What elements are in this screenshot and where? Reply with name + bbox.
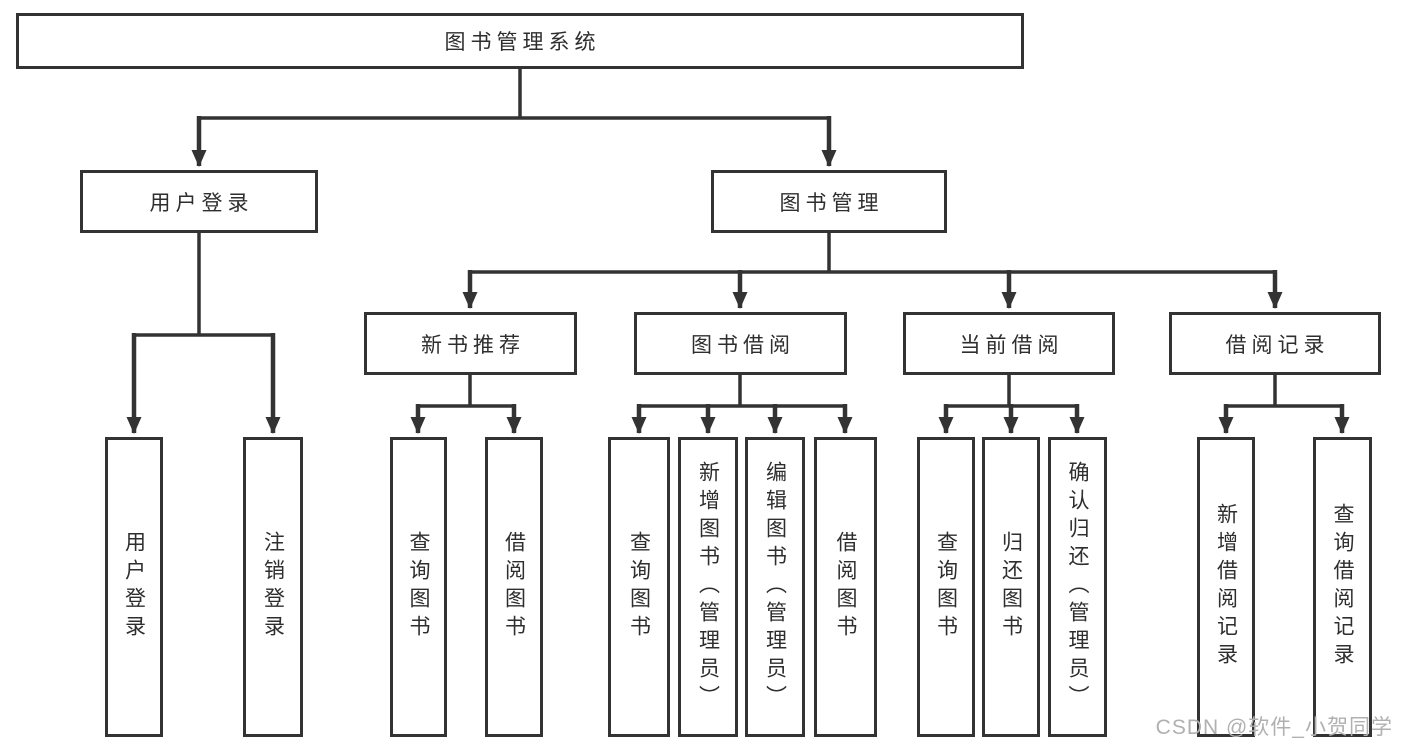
node-book-borrow: 图书借阅 <box>634 312 847 375</box>
node-label: 归还图书 <box>999 531 1023 643</box>
node-label: 图书借阅 <box>691 333 795 357</box>
node-label: 查询借阅记录 <box>1331 503 1354 671</box>
leaf-recommend-query-books: 查询图书 <box>390 437 447 737</box>
leaf-records-query-record: 查询借阅记录 <box>1313 437 1372 737</box>
node-label: 当前借阅 <box>959 333 1064 357</box>
node-new-book-recommend: 新书推荐 <box>364 312 577 375</box>
node-label: 用户登录 <box>149 191 254 215</box>
leaf-user-login: 用户登录 <box>105 437 163 737</box>
node-label: 查询图书 <box>627 531 651 643</box>
leaf-borrow-edit-book-admin: 编辑图书（管理员） <box>745 437 805 737</box>
connector-borrow-to-leaves <box>631 374 853 434</box>
node-label: 查询图书 <box>407 531 430 643</box>
leaf-borrow-add-book-admin: 新增图书（管理员） <box>678 437 738 737</box>
connector-mgmt-to-level3 <box>462 232 1283 309</box>
node-label: 用户登录 <box>122 531 146 643</box>
leaf-recommend-borrow-books: 借阅图书 <box>485 437 543 737</box>
node-label: 借阅图书 <box>834 531 857 643</box>
leaf-records-add-record: 新增借阅记录 <box>1197 437 1255 737</box>
leaf-borrow-borrow-books: 借阅图书 <box>814 437 877 737</box>
node-label: 注销登录 <box>261 531 285 643</box>
node-label: 确认归还（管理员） <box>1066 461 1089 713</box>
node-label: 新增借阅记录 <box>1214 503 1238 671</box>
node-label: 借阅记录 <box>1225 333 1330 357</box>
node-label: 查询图书 <box>934 531 958 643</box>
node-borrow-records: 借阅记录 <box>1169 312 1381 375</box>
connector-current-to-leaves <box>938 374 1085 434</box>
node-label: 编辑图书（管理员） <box>763 461 787 713</box>
leaf-borrow-query-books: 查询图书 <box>608 437 670 737</box>
connector-recommend-to-leaves <box>410 374 522 434</box>
node-user-login-group: 用户登录 <box>80 170 318 233</box>
node-label: 借阅图书 <box>502 531 526 643</box>
connector-root-to-level2 <box>191 68 837 167</box>
node-book-management: 图书管理 <box>711 170 947 233</box>
leaf-current-confirm-return-admin: 确认归还（管理员） <box>1048 437 1107 737</box>
csdn-watermark: CSDN @软件_小贺同学 <box>1155 716 1393 739</box>
node-label: 新书推荐 <box>421 333 525 357</box>
connector-records-to-leaves <box>1218 374 1350 434</box>
node-label: 图书管理系统 <box>444 31 601 54</box>
leaf-current-return-books: 归还图书 <box>982 437 1040 737</box>
node-current-borrow: 当前借阅 <box>903 312 1115 375</box>
leaf-logout: 注销登录 <box>243 437 303 737</box>
node-label: 新增图书（管理员） <box>696 461 720 713</box>
leaf-current-query-books: 查询图书 <box>917 437 975 737</box>
connector-login-to-leaves <box>126 232 281 434</box>
node-root: 图书管理系统 <box>16 13 1024 69</box>
node-label: 图书管理 <box>779 191 884 215</box>
